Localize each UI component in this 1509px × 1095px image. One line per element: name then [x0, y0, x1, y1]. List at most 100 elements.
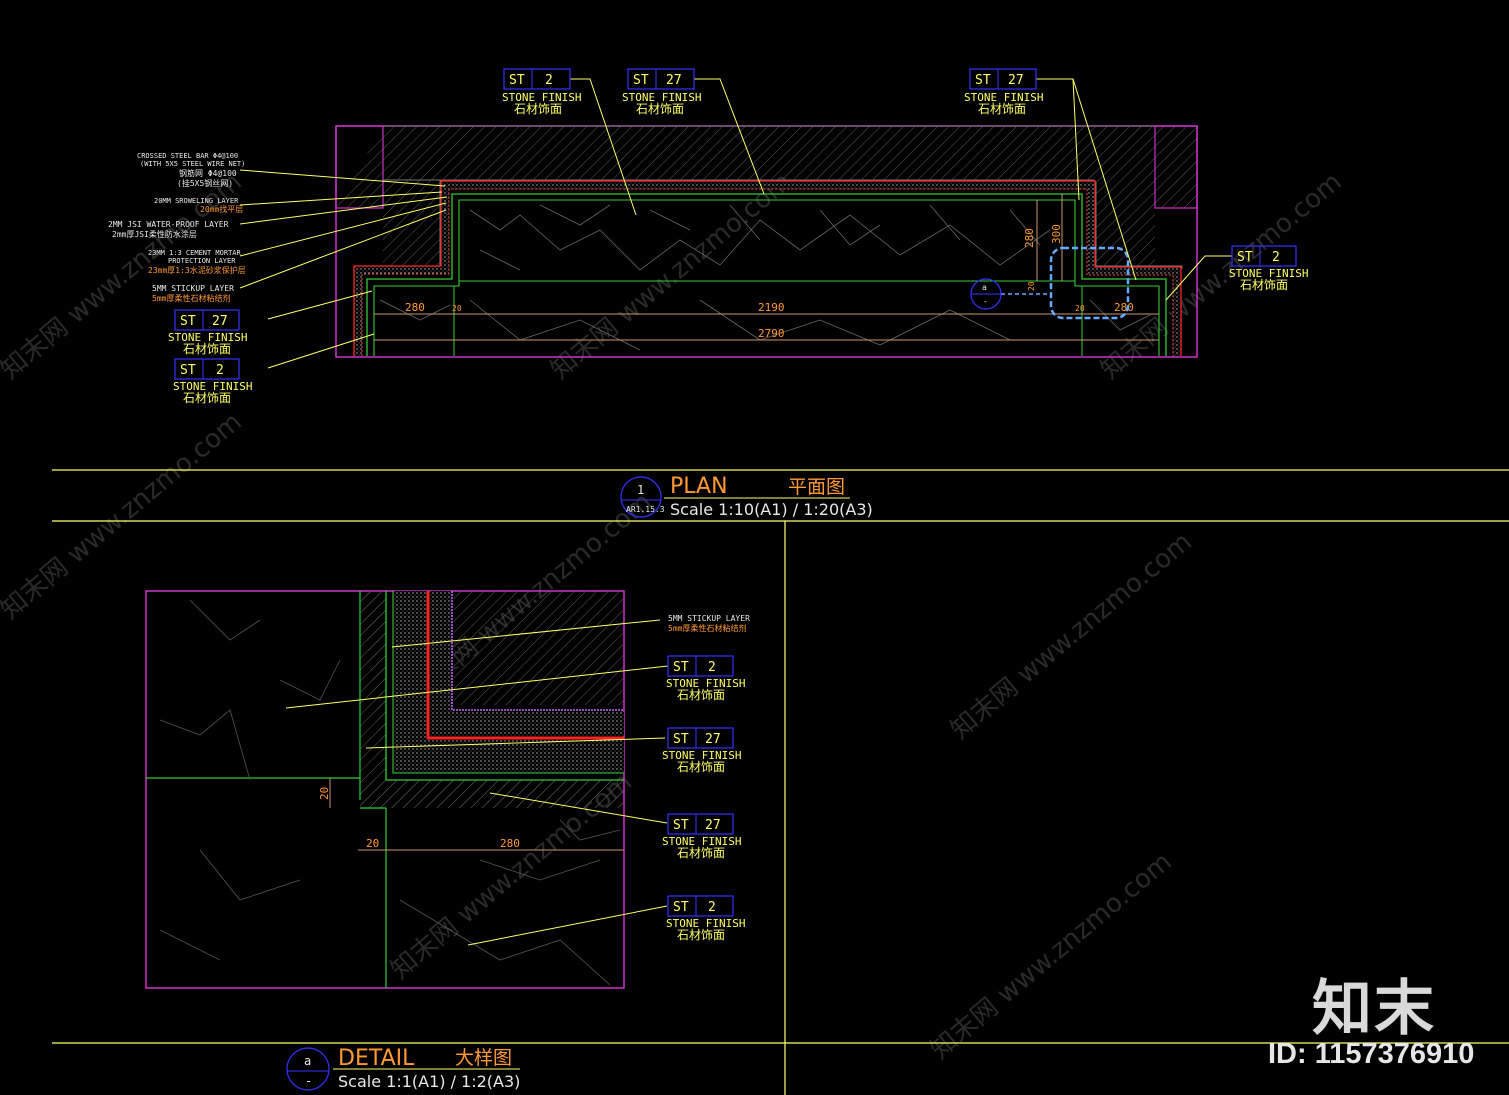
layer-label-cn: 23mm厚1:3水泥砂浆保护层 [148, 265, 246, 275]
tag-line1: STONE FINISH [168, 331, 247, 344]
tag-st27-plan-top-right[interactable]: ST 27 STONE FINISH 石材饰面 [964, 68, 1043, 116]
layer-label-en: 20MM SROWELING LAYER [154, 197, 239, 205]
plan-callout-bottom: - [983, 297, 988, 306]
tag-line2: 石材饰面 [183, 342, 231, 356]
layer-label-cn: 5mm厚柔性石材粘结剂 [152, 293, 230, 303]
tag-st27-plan-top-mid[interactable]: ST 27 STONE FINISH 石材饰面 [622, 68, 701, 116]
detail-dim-h280: 280 [500, 837, 520, 850]
detail-title-block: a - DETAIL 大样图 Scale 1:1(A1) / 1:2(A3) [286, 1046, 520, 1091]
plan-mortar-layer [354, 181, 1181, 356]
detail-scale: Scale 1:1(A1) / 1:2(A3) [338, 1072, 520, 1091]
plan-scale: Scale 1:10(A1) / 1:20(A3) [670, 500, 873, 519]
watermark-text: 知末网 www.znzmo.com [0, 407, 248, 626]
layer-label-cn: (挂5X5钢丝网) [177, 178, 233, 188]
layer-label-en: (WITH 5X5 STEEL WIRE NET) [140, 160, 245, 168]
tag-code: ST [673, 660, 689, 675]
layer-label-cn: 20mm找平层 [200, 204, 243, 214]
tag-code: ST [975, 73, 991, 88]
tag-line1: STONE FINISH [666, 917, 745, 930]
detail-stone-edge-inner [392, 591, 624, 774]
detail-callout-cloud[interactable] [1049, 246, 1130, 320]
layer-label-en: PROTECTION LAYER [168, 257, 236, 265]
plan-title-ref: AR1.15.3 [626, 505, 665, 514]
detail-stone-edge [385, 591, 624, 781]
plan-waterproof-line [353, 180, 1182, 356]
tag-number: 2 [216, 363, 224, 378]
tag-line2: 石材饰面 [677, 846, 725, 860]
detail-dimensions [329, 778, 624, 851]
detail-title-bottom: - [305, 1074, 312, 1088]
tag-line2: 石材饰面 [636, 102, 684, 116]
tag-line1: STONE FINISH [662, 835, 741, 848]
tag-number: 2 [545, 73, 553, 88]
detail-dim-v20: 20 [318, 787, 331, 800]
tag-st2-plan-left[interactable]: ST 2 STONE FINISH 石材饰面 [173, 358, 252, 405]
detail-title: DETAIL [338, 1046, 415, 1071]
layer-label-en: 23MM 1:3 CEMENT MORTAR [148, 249, 242, 257]
sheet-frame-lines [52, 469, 1509, 1095]
tag-st2-plan-top-left[interactable]: ST 2 STONE FINISH 石材饰面 [502, 68, 581, 116]
tag-number: 2 [708, 660, 716, 675]
tag-number: 2 [708, 900, 716, 915]
tag-number: 27 [212, 314, 228, 329]
tag-st27-plan-left[interactable]: ST 27 STONE FINISH 石材饰面 [168, 309, 247, 356]
tag-code: ST [673, 732, 689, 747]
tag-st2-plan-right[interactable]: ST 2 STONE FINISH 石材饰面 [1229, 245, 1308, 292]
tag-line1: STONE FINISH [1229, 267, 1308, 280]
tag-code: ST [1237, 250, 1253, 265]
plan-view: 280 20 2190 20 280 2790 280 300 20 a - C… [108, 78, 1232, 369]
plan-title-cn: 平面图 [788, 476, 845, 498]
plan-title: PLAN [670, 474, 728, 499]
plan-layer-labels: CROSSED STEEL BAR Φ4@100 (WITH 5X5 STEEL… [108, 152, 246, 303]
plan-dim-v280: 280 [1023, 228, 1036, 248]
tag-st27-detail-2[interactable]: ST 27 STONE FINISH 石材饰面 [662, 813, 741, 860]
watermark-text: 知末网 www.znzmo.com [925, 847, 1177, 1066]
tag-line2: 石材饰面 [677, 688, 725, 702]
plan-right-pier [1154, 125, 1198, 209]
tag-line2: 石材饰面 [978, 102, 1026, 116]
plan-stone-inner [373, 199, 1160, 356]
detail-title-cn: 大样图 [455, 1047, 512, 1069]
tag-line1: STONE FINISH [173, 380, 252, 393]
plan-dim-280-right: 280 [1114, 301, 1134, 314]
detail-view: 20 20 280 5MM STICKUP LAYER 5mm厚柔性石材粘结剂 [145, 590, 750, 989]
tag-number: 27 [705, 732, 721, 747]
tag-line1: STONE FINISH [666, 677, 745, 690]
plan-dim-v20: 20 [1027, 281, 1036, 291]
plan-callout-top: a [982, 283, 987, 292]
detail-title-bubble [286, 1047, 330, 1091]
plan-top-hatch [383, 126, 1155, 180]
layer-label-en: 5MM STICKUP LAYER [152, 284, 234, 293]
tag-code: ST [673, 900, 689, 915]
detail-layer-en: 5MM STICKUP LAYER [668, 614, 750, 623]
tag-code: ST [509, 73, 525, 88]
detail-dim-h20: 20 [366, 837, 379, 850]
tag-number: 2 [1272, 250, 1280, 265]
tag-line1: STONE FINISH [622, 91, 701, 104]
detail-leaders [285, 619, 669, 946]
tag-st2-detail-2[interactable]: ST 2 STONE FINISH 石材饰面 [666, 895, 745, 942]
layer-label-cn: 钢筋网 Φ4@100 [179, 168, 237, 178]
tag-line2: 石材饰面 [514, 102, 562, 116]
plan-dim-20-right: 20 [1075, 304, 1085, 313]
plan-left-leaders [239, 169, 448, 369]
tag-st2-detail-1[interactable]: ST 2 STONE FINISH 石材饰面 [666, 655, 745, 702]
tag-line2: 石材饰面 [677, 928, 725, 942]
detail-mortar [394, 591, 624, 773]
detail-mortar-inner [430, 591, 624, 736]
tag-number: 27 [1008, 73, 1024, 88]
detail-steel-mesh [451, 591, 624, 711]
tag-st27-detail-1[interactable]: ST 27 STONE FINISH 石材饰面 [662, 727, 741, 774]
plan-stone-outline [366, 193, 1167, 356]
plan-dim-2790: 2790 [758, 327, 785, 340]
tag-code: ST [180, 363, 196, 378]
tag-number: 27 [705, 818, 721, 833]
detail-marble-veins [159, 599, 621, 986]
plan-title-block: 1 AR1.15.3 PLAN 平面图 Scale 1:10(A1) / 1:2… [620, 474, 873, 519]
layer-label-cn: 2mm厚JSI柔性防水涂层 [112, 229, 197, 239]
tag-line2: 石材饰面 [1240, 278, 1288, 292]
plan-red-dashes [361, 188, 1174, 356]
plan-marble-veins [379, 204, 1151, 351]
layer-label-en: CROSSED STEEL BAR Φ4@100 [137, 152, 238, 160]
